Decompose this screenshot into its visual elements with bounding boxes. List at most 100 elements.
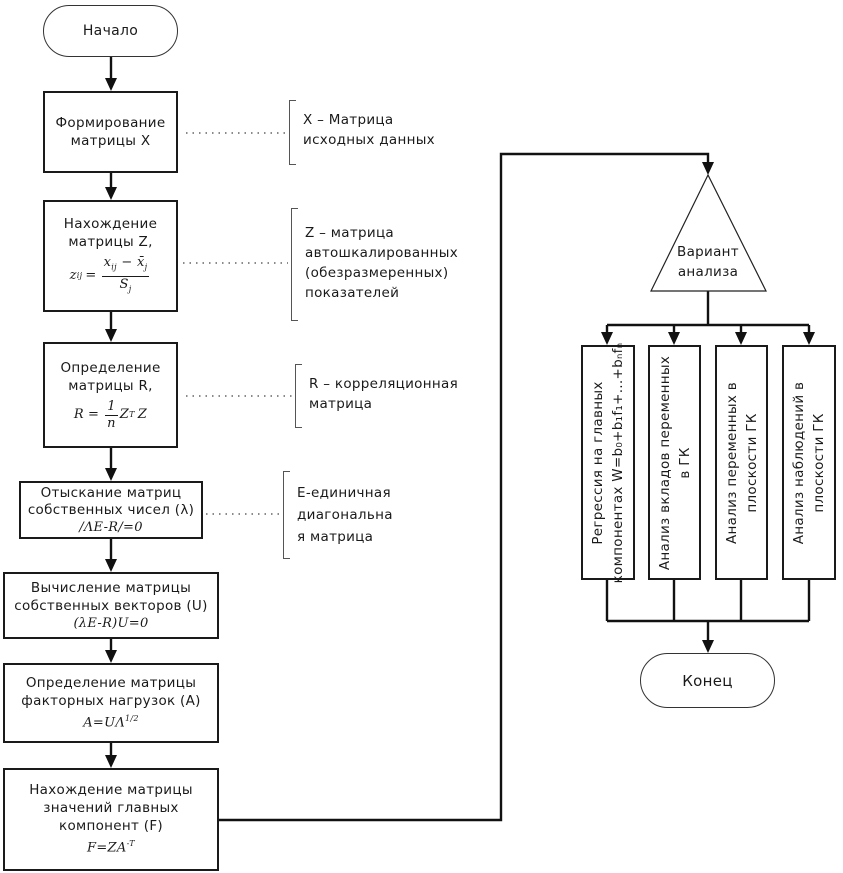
step-eigenvalues: Отыскание матриц собственных чисел (λ) /… [19, 481, 203, 539]
step-formula: F=ZA-T [87, 835, 135, 857]
arrowhead-icon [105, 559, 117, 572]
fraction-numerator: xij − x̄j [101, 254, 150, 277]
decision-triangle [650, 173, 767, 292]
branch-variable-contributions: Анализ вкладов переменных в ГК [648, 345, 701, 580]
branch-line: плоскости ГК [811, 412, 827, 513]
step-eigenvectors: Вычисление матрицы собственных векторов … [3, 572, 219, 639]
note-bracket [289, 100, 296, 165]
step-line: значений главных [43, 800, 179, 817]
step-line: компонент (F) [59, 818, 163, 835]
fraction-denominator: Sj [120, 277, 132, 298]
note-bracket [291, 208, 298, 321]
step-formula: /ΛE-R/=0 [79, 519, 143, 535]
branch-line: Анализ наблюдений в [791, 381, 807, 544]
step-line: Отыскание матриц [40, 484, 182, 501]
arrowhead-icon [105, 468, 117, 481]
arrowhead-icon [105, 650, 117, 663]
note-line: R – корреляционная [309, 376, 458, 392]
step-line: факторных нагрузок (A) [21, 692, 201, 709]
arrowhead-icon [105, 755, 117, 768]
step-line: Вычисление матрицы [30, 579, 192, 596]
decision-line: Вариант [677, 244, 739, 260]
note-line: X – Матрица [303, 112, 394, 128]
arrowheads [105, 78, 815, 768]
branch-line: плоскости ГК [743, 412, 760, 513]
branch-line: компонентах W=b₀+b₁f₁+...+bₙfₙ [610, 342, 626, 583]
arrowhead-icon [105, 329, 117, 342]
formula-part: x [103, 254, 112, 270]
step-line: Определение [60, 359, 161, 376]
step-line: Определение матрицы [25, 674, 197, 691]
fraction-numerator: 1 [105, 398, 118, 416]
note-line: я матрица [297, 529, 374, 545]
note-line: Z – матрица [305, 225, 395, 241]
note-line: исходных данных [303, 132, 435, 148]
step-form-matrix-x: Формирование матрицы X [43, 91, 178, 173]
note-line: показателей [305, 285, 400, 301]
arrowhead-icon [668, 332, 680, 345]
decision-label: Вариант анализа [658, 242, 758, 282]
formula-part: -T [126, 839, 135, 849]
branch-text: Анализ вкладов переменных в ГК [655, 355, 695, 569]
arrowhead-icon [601, 332, 613, 345]
formula-part: = [85, 268, 97, 283]
connector-step7-to-decision [219, 152, 710, 822]
formula-fraction: xij − x̄j Sj [101, 254, 150, 298]
arrowhead-icon [105, 78, 117, 91]
branch-variables-plane: Анализ переменных в плоскости ГК [715, 345, 768, 580]
formula-part: j [144, 262, 148, 272]
branch-text: Регрессия на главных компонентах W=b₀+b₁… [588, 342, 628, 583]
step-formula: (λE-R)U=0 [73, 615, 149, 631]
formula-part: z [69, 268, 77, 283]
formula-part: R [73, 407, 84, 422]
note-line: автошкалированных [305, 245, 458, 261]
arrowhead-icon [105, 187, 117, 200]
formula-part: T [129, 410, 135, 419]
formula-part: 1/2 [125, 713, 139, 723]
fraction-denominator: n [107, 415, 116, 431]
note-bracket [295, 364, 302, 428]
formula-part: x̄ [136, 254, 145, 270]
note-line: E-единичная [297, 485, 391, 501]
start-terminal: Начало [43, 5, 178, 57]
branch-line: Регрессия на главных [590, 380, 606, 545]
note-matrix-x: X – Матрица исходных данных [293, 110, 435, 150]
step-formula: A=UΛ1/2 [83, 710, 139, 732]
note-line: матрица [309, 396, 373, 412]
step-principal-components: Нахождение матрицы значений главных комп… [3, 768, 219, 871]
note-matrix-z: Z – матрица автошкалированных (обезразме… [295, 223, 458, 303]
formula-fraction: 1 n [105, 399, 118, 432]
formula-part: F=ZA [87, 840, 127, 856]
step-line: матрицы X [70, 133, 151, 149]
end-label: Конец [682, 671, 733, 690]
note-bracket [283, 471, 290, 559]
start-label: Начало [82, 23, 139, 39]
formula-part: Z [137, 407, 148, 422]
note-identity-matrix: E-единичная диагональна я матрица [287, 482, 393, 548]
step-line: матрицы Z, [68, 233, 153, 250]
branch-line: Анализ переменных в [723, 381, 740, 544]
note-line: диагональна [297, 507, 393, 523]
arrowhead-icon [702, 640, 714, 653]
formula-part: A=UΛ [83, 715, 126, 731]
step-line: Нахождение [63, 215, 158, 232]
formula-part: ij [76, 271, 83, 280]
decision-line: анализа [677, 264, 739, 280]
note-matrix-r: R – корреляционная матрица [299, 374, 458, 414]
arrowhead-icon [702, 162, 714, 175]
branch-regression: Регрессия на главных компонентах W=b₀+b₁… [581, 342, 635, 583]
formula-part: Z [119, 407, 130, 422]
formula-part: = [87, 407, 100, 422]
formula-part: S [119, 276, 129, 292]
branch-text: Анализ наблюдений в плоскости ГК [789, 381, 829, 544]
formula-part: j [128, 284, 132, 294]
formula-part: ij [111, 262, 117, 272]
end-terminal: Конец [640, 653, 775, 708]
step-line: собственных векторов (U) [14, 597, 208, 614]
step-line: собственных чисел (λ) [27, 501, 195, 518]
formula-part: − [121, 254, 133, 270]
